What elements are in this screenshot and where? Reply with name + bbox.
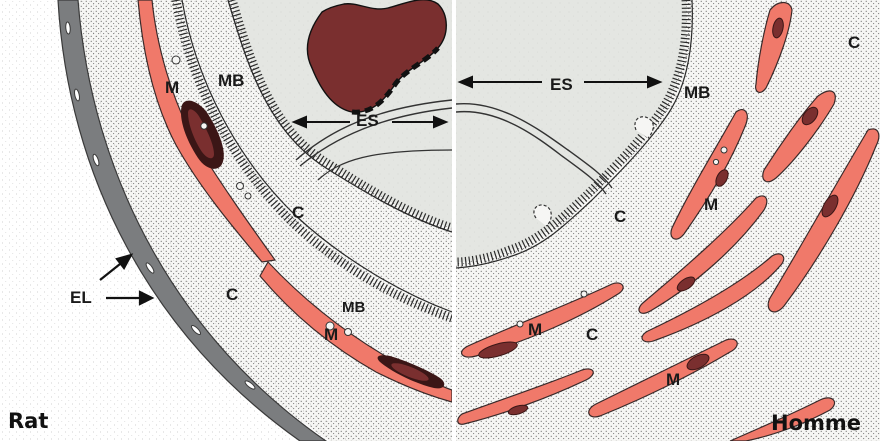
- label-c-homme-lower: C: [586, 325, 598, 344]
- label-m-homme-bottom: M: [666, 370, 680, 389]
- panel-divider: [452, 0, 456, 441]
- label-es-homme: ES: [550, 75, 573, 94]
- rat-panel: MB M C C ES MB M EL Rat: [0, 0, 452, 441]
- label-c-rat-bottom: C: [226, 285, 238, 304]
- label-mb-homme: MB: [684, 83, 710, 102]
- label-c-homme-mid: C: [614, 207, 626, 226]
- label-m-rat-bottom: M: [324, 325, 338, 344]
- label-el: EL: [70, 288, 92, 307]
- panel-title-rat: Rat: [8, 409, 48, 433]
- label-m-rat-top: M: [165, 78, 179, 97]
- label-m-homme-mid: M: [704, 195, 718, 214]
- label-mb-rat-bottom: MB: [342, 299, 365, 316]
- label-c-homme-top: C: [848, 33, 860, 52]
- label-mb-rat-top: MB: [218, 71, 244, 90]
- homme-panel: ES MB C M C C M M Homme: [456, 0, 880, 441]
- label-es-rat: ES: [356, 111, 379, 130]
- panel-title-homme: Homme: [771, 411, 861, 435]
- label-m-homme-lower: M: [528, 320, 542, 339]
- label-c-rat-top: C: [292, 203, 304, 222]
